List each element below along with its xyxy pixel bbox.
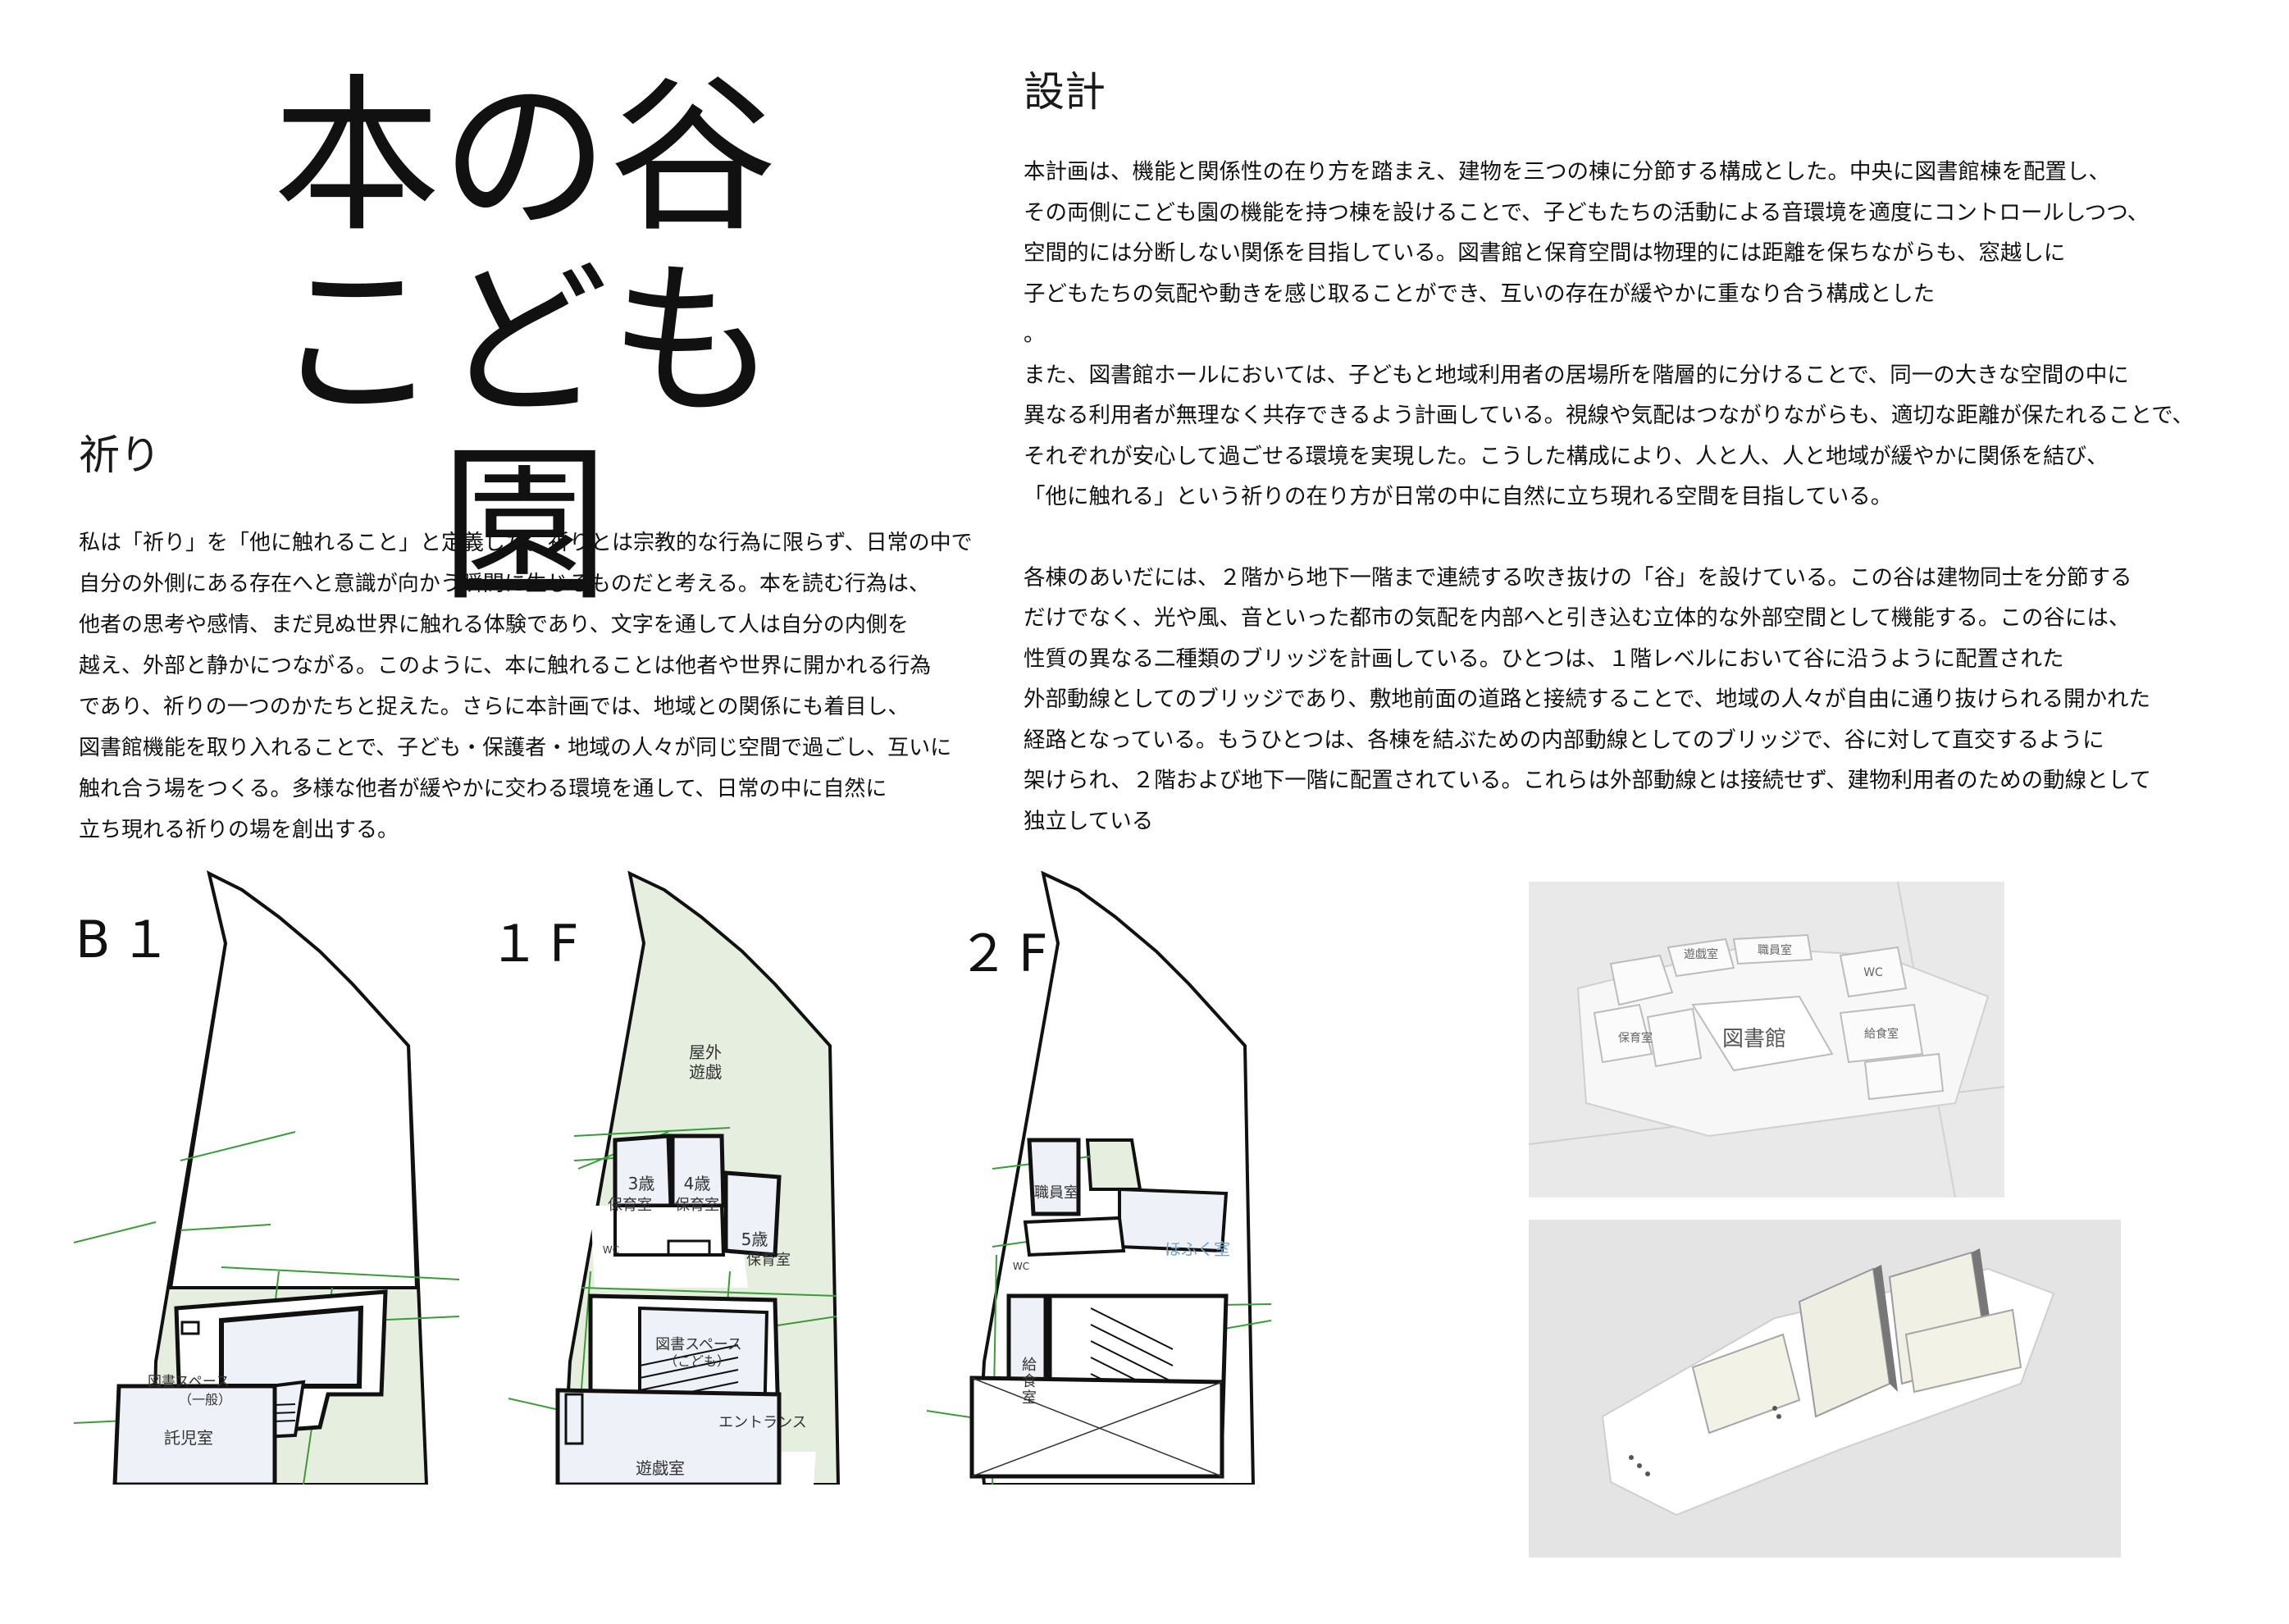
- room-label: （一般）: [179, 1392, 231, 1407]
- sekkei-line: 「他に触れる」という祈りの在り方が日常の中に自然に立ち現れる空間を目指している。: [1024, 484, 1893, 509]
- sekkei-line: 空間的には分断しない関係を目指している。図書館と保育空間は物理的には距離を保ちな…: [1024, 240, 2066, 266]
- block-label: WC: [1863, 966, 1883, 979]
- room-label: 給: [1022, 1357, 1037, 1374]
- plan-label-b1: B１: [75, 910, 181, 969]
- inori-line: 越え、外部と静かにつながる。このように、本に触れることは他者や世界に開かれる行為: [79, 654, 932, 678]
- room-label: 保育室: [746, 1252, 791, 1269]
- title-line-1: 本の谷: [272, 60, 777, 255]
- inori-line: 私は「祈り」を「他に触れること」と定義した。祈りとは宗教的な行為に限らず、日常の…: [79, 531, 973, 555]
- block-label: 職員室: [1758, 943, 1792, 957]
- room-label: 食: [1022, 1373, 1037, 1390]
- sekkei-line: 子どもたちの気配や動きを感じ取ることができ、互いの存在が緩やかに重なり合う構成と…: [1024, 281, 1936, 307]
- sekkei-line: 。: [1024, 322, 1046, 347]
- floor-plan-1f: 屋外 遊戯 3歳 保育室 4歳 保育室 5歳 保育室 WC 図書スペース （こど…: [508, 870, 841, 1485]
- inori-line: であり、祈りの一つのかたちと捉えた。さらに本計画では、地域との関係にも着目し、: [79, 695, 910, 719]
- room-label: 託児室: [164, 1428, 213, 1448]
- inori-line: 立ち現れる祈りの場を創出する。: [79, 818, 399, 842]
- sekkei-line: だけでなく、光や風、音といった都市の気配を内部へと引き込む立体的な外部空間として…: [1024, 605, 2131, 631]
- sekkei-line: 外部動線としてのブリッジであり、敷地前面の道路と接続することで、地域の人々が自由…: [1024, 687, 2151, 712]
- plan-label-1f: １F: [489, 914, 589, 974]
- plan-label-2f: ２F: [958, 924, 1058, 983]
- room-label: 5歳: [741, 1229, 768, 1249]
- sekkei-line: 架けられ、２階および地下一階に配置されている。これらは外部動線とは接続せず、建物…: [1024, 768, 2151, 793]
- title-line-2: こども園: [272, 244, 777, 624]
- room-label: 遊戯室: [636, 1458, 685, 1478]
- inori-line: 触れ合う場をつくる。多様な他者が緩やかに交わる環境を通して、日常の中に自然に: [79, 777, 887, 801]
- room-label: 4歳: [684, 1174, 711, 1193]
- room-label: 遊戯: [689, 1062, 722, 1082]
- sekkei-line: 性質の異なる二種類のブリッジを計画している。ひとつは、１階レベルにおいて谷に沿う…: [1024, 645, 2064, 672]
- sekkei-line: また、図書館ホールにおいては、子どもと地域利用者の居場所を階層的に分けることで、…: [1024, 362, 2129, 388]
- inori-line: 図書館機能を取り入れることで、子ども・保護者・地域の人々が同じ空間で過ごし、互い…: [79, 736, 952, 760]
- room-label: 保育室: [608, 1197, 652, 1214]
- sekkei-line: 異なる利用者が無理なく共存できるよう計画している。視線や気配はつながりながらも、…: [1024, 403, 2195, 428]
- sekkei-line: 経路となっている。もうひとつは、各棟を結ぶための内部動線としてのブリッジで、谷に…: [1024, 727, 2104, 753]
- page-title: 本の谷 こども園: [205, 66, 845, 619]
- inori-heading: 祈り: [79, 431, 161, 479]
- block-label: 図書館: [1722, 1027, 1786, 1051]
- room-label: ほふく室: [1165, 1239, 1230, 1259]
- sekkei-line: 独立している: [1024, 808, 1154, 834]
- room-label: 保育室: [675, 1197, 719, 1214]
- model-photo-blocks: 図書館 保育室 遊戯室 職員室 給食室 WC: [1529, 882, 2004, 1197]
- floor-plan-b1: 図書スペース （一般） 託児室: [73, 870, 460, 1485]
- sekkei-line: その両側にこども園の機能を持つ棟を設けることで、子どもたちの活動による音環境を適…: [1024, 199, 2150, 226]
- room-label: 屋外: [689, 1042, 722, 1062]
- room-label: WC: [603, 1244, 619, 1256]
- block-label: 保育室: [1618, 1031, 1653, 1045]
- sekkei-heading: 設計: [1024, 68, 1106, 116]
- room-label: 図書スペース: [148, 1374, 230, 1390]
- block-label: 遊戯室: [1684, 947, 1718, 961]
- sekkei-body: 本計画は、機能と関係性の在り方を踏まえ、建物を三つの棟に分節する構成とした。中央…: [1024, 152, 2194, 842]
- sekkei-line: それぞれが安心して過ごせる環境を実現した。こうした構成により、人と人、人と地域が…: [1024, 443, 2109, 469]
- model-photo-paper: [1529, 1220, 2121, 1558]
- inori-line: 他者の思考や感情、まだ見ぬ世界に触れる体験であり、文字を通して人は自分の内側を: [79, 613, 909, 637]
- sekkei-line: 本計画は、機能と関係性の在り方を踏まえ、建物を三つの棟に分節する構成とした。中央…: [1024, 159, 2110, 185]
- room-label: 図書スペース: [655, 1336, 742, 1353]
- floor-plan-2f: 職員室 WC ほふく室 給 食 室: [927, 870, 1272, 1485]
- room-label: 室: [1022, 1389, 1037, 1407]
- block-label: 給食室: [1864, 1027, 1899, 1041]
- inori-line: 自分の外側にある存在へと意識が向かう瞬間に生じるものだと考える。本を読む行為は、: [79, 572, 930, 596]
- room-label: 職員室: [1034, 1184, 1078, 1202]
- room-label: エントランス: [718, 1414, 807, 1431]
- room-label: 3歳: [628, 1174, 655, 1193]
- sekkei-line: 各棟のあいだには、２階から地下一階まで連続する吹き抜けの「谷」を設けている。この…: [1024, 564, 2132, 591]
- inori-body: 私は「祈り」を「他に触れること」と定義した。祈りとは宗教的な行為に限らず、日常の…: [79, 522, 973, 851]
- room-label: WC: [1013, 1261, 1029, 1272]
- room-label: （こども）: [664, 1353, 730, 1369]
